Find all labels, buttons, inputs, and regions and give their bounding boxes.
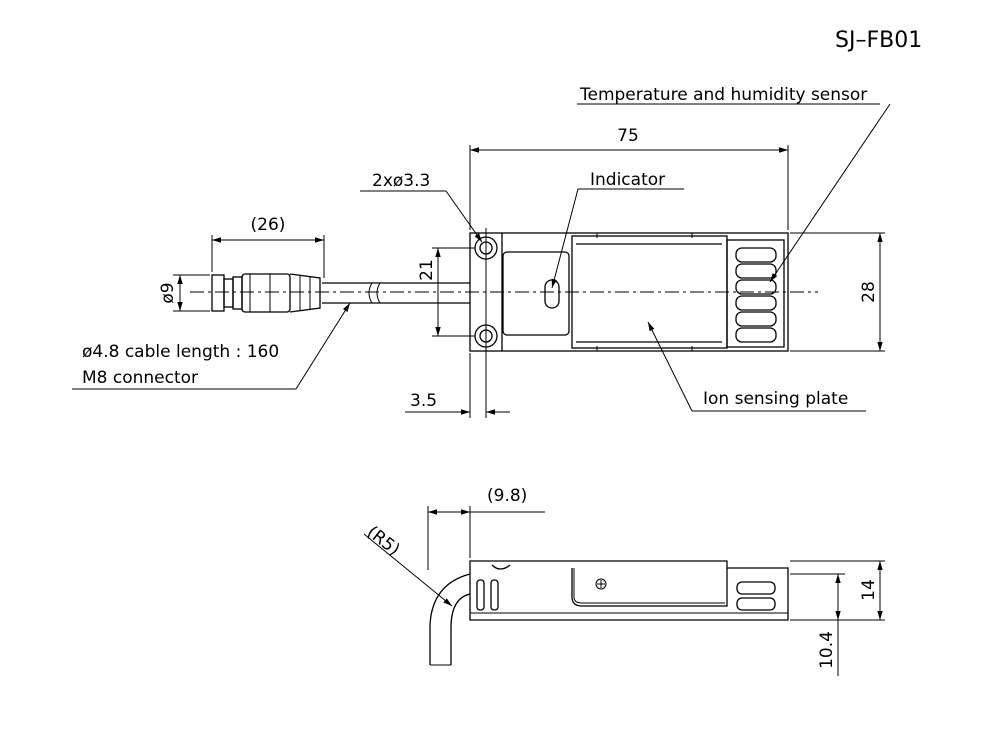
dim-hole-pitch: 21: [417, 259, 437, 281]
label-temp-sensor: Temperature and humidity sensor: [579, 85, 867, 105]
dim-width: 75: [617, 126, 639, 146]
dim-connector-dia: ø9: [158, 282, 178, 303]
label-ion-plate: Ion sensing plate: [703, 389, 848, 409]
indicator-window: [502, 251, 570, 336]
m8-connector: [211, 273, 321, 313]
sensor-vent-frame: [726, 239, 785, 348]
label-connector: M8 connector: [82, 368, 198, 388]
dim-thickness: 14: [859, 579, 879, 601]
label-indicator: Indicator: [590, 170, 665, 190]
dim-thickness-base: 10.4: [817, 631, 837, 669]
label-radius: (R5): [363, 522, 404, 560]
dim-hole-offset: 3.5: [410, 391, 437, 411]
top-view: 75 (26) ø9 21 28 3.5 Temperature and hum…: [72, 85, 891, 418]
label-cable: ø4.8 cable length : 160: [82, 342, 279, 362]
side-body: [469, 560, 789, 621]
dim-connector-length: (26): [251, 215, 286, 235]
indicator-led: [544, 279, 560, 309]
dim-side-offset: (9.8): [487, 486, 527, 506]
dim-height: 28: [859, 281, 879, 303]
model-title: SJ–FB01: [835, 28, 922, 53]
side-cable: [429, 573, 471, 665]
label-mount-holes: 2xø3.3: [372, 171, 430, 191]
side-view: (9.8) (R5) 14 10.4: [363, 486, 885, 676]
